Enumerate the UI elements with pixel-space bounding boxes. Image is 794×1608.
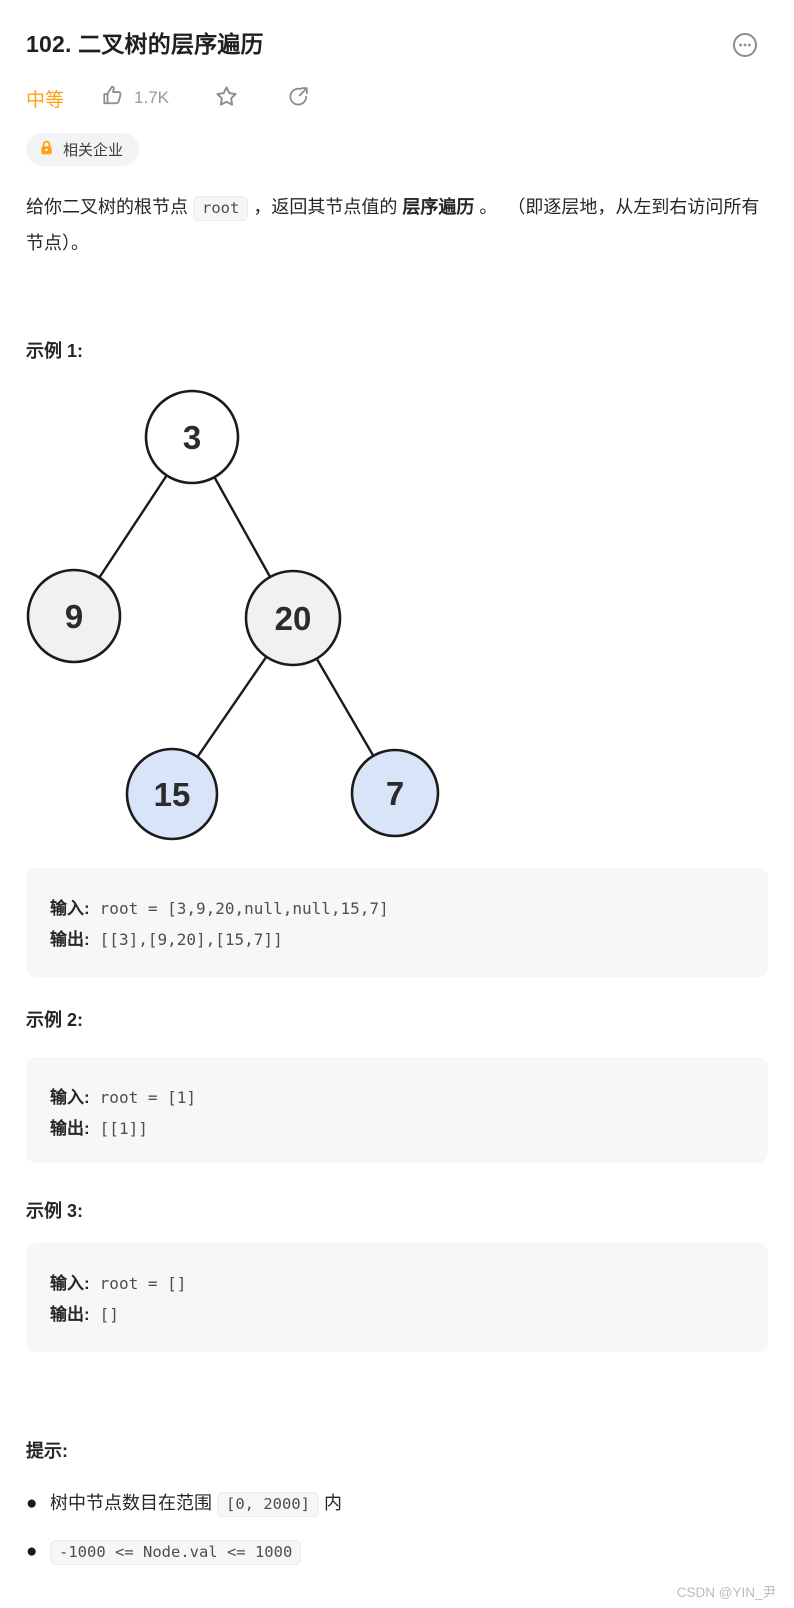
bullet-icon: ● <box>26 1541 38 1562</box>
example-1-codeblock: 输入: root = [3,9,20,null,null,15,7] 输出: [[3… <box>26 868 768 977</box>
input-value: root = [3,9,20,null,null,15,7] <box>99 899 389 918</box>
page-title: 102. 二叉树的层序遍历 <box>26 31 264 57</box>
output-value: [[3],[9,20],[15,7]] <box>99 930 283 949</box>
output-label: 输出: <box>50 1305 90 1324</box>
tree-node-label: 20 <box>275 600 312 637</box>
tree-node-label: 9 <box>65 598 83 635</box>
hint-item-2: ● -1000 <= Node.val <= 1000 <box>26 1537 770 1566</box>
star-icon <box>213 83 240 113</box>
example-2-heading: 示例 2: <box>26 1010 84 1030</box>
lock-icon <box>39 140 54 159</box>
description-text: 给你二叉树的根节点 <box>26 197 194 217</box>
share-circle-arrow-icon <box>286 84 311 112</box>
inline-code-root: root <box>193 196 249 221</box>
output-label: 输出: <box>50 1119 90 1138</box>
input-label: 输入: <box>50 1274 90 1293</box>
description-text: ，返回其节点值的 <box>248 197 403 217</box>
tree-node <box>244 569 342 667</box>
output-label: 输出: <box>50 930 90 949</box>
inline-code-node-val: -1000 <= Node.val <= 1000 <box>50 1540 302 1565</box>
binary-tree-figure: 3 9 20 15 7 <box>26 389 440 841</box>
output-value: [] <box>99 1305 119 1324</box>
thumbs-up-icon <box>100 83 125 113</box>
input-label: 输入: <box>50 1088 90 1107</box>
example-3-codeblock: 输入: root = [] 输出: [] <box>26 1243 768 1352</box>
share-button[interactable] <box>286 84 311 112</box>
favorite-button[interactable] <box>213 83 240 113</box>
watermark: CSDN @YIN_尹 <box>676 1585 776 1600</box>
example-3-heading: 示例 3: <box>26 1201 84 1221</box>
tree-node <box>26 568 122 664</box>
more-options-button[interactable] <box>732 32 758 58</box>
description-text: 。 （即逐层地，从左到右访问所有节点）。 <box>26 197 760 253</box>
hint-text: 树中节点数目在范围 [0, 2000] 内 <box>50 1489 342 1518</box>
hints-heading: 提示: <box>26 1441 68 1461</box>
hint-item-1: ● 树中节点数目在范围 [0, 2000] 内 <box>26 1489 770 1518</box>
example-1-heading: 示例 1: <box>26 341 84 361</box>
tree-node-label: 15 <box>154 776 191 813</box>
tree-node <box>144 389 240 485</box>
example-2-codeblock: 输入: root = [1] 输出: [[1]] <box>26 1057 768 1163</box>
meta-row: 中等 1.7K <box>26 84 311 112</box>
tree-node-label: 7 <box>386 775 404 812</box>
bullet-icon: ● <box>26 1493 38 1514</box>
tree-node <box>350 748 440 838</box>
inline-code-range: [0, 2000] <box>217 1492 320 1517</box>
problem-description: 给你二叉树的根节点 root ，返回其节点值的 层序遍历 。 （即逐层地，从左到… <box>26 190 770 261</box>
ellipsis-circle-icon <box>732 33 758 61</box>
related-companies-tag[interactable]: 相关企业 <box>26 133 140 166</box>
like-button[interactable]: 1.7K <box>100 83 169 113</box>
input-label: 输入: <box>50 899 90 918</box>
tree-node-label: 3 <box>183 419 201 456</box>
company-tag-label: 相关企业 <box>63 142 124 159</box>
input-value: root = [1] <box>99 1088 196 1107</box>
tree-node <box>125 747 219 841</box>
input-value: root = [] <box>99 1274 187 1293</box>
hint-text: -1000 <= Node.val <= 1000 <box>50 1537 302 1566</box>
difficulty-badge: 中等 <box>26 89 65 111</box>
like-count: 1.7K <box>134 88 169 107</box>
output-value: [[1]] <box>99 1119 148 1138</box>
description-bold-term: 层序遍历 <box>402 197 475 217</box>
